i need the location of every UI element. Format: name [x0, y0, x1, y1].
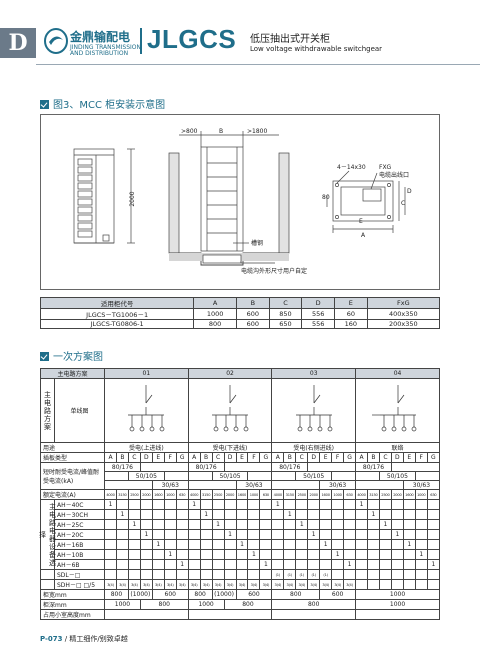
height-2000-label: 2000 — [129, 191, 136, 206]
product-model: JLGCS — [147, 24, 237, 54]
drawer-height-row: 占用小室高度mm — [39, 609, 440, 620]
cable-outlet-label: 电缆出线口 — [379, 171, 409, 179]
cable-trench-note: 电缆沟外形尺寸用户自定 — [241, 267, 307, 275]
clearance-1800-label: >1800 — [247, 128, 267, 135]
dim-c-label: C — [401, 200, 405, 207]
header-separator — [140, 28, 142, 54]
installation-drawing-svg: 2000 >800 B >1800 槽钢 电缆沟外形尺寸用户自定 4－14x30… — [73, 128, 412, 275]
dim-d-label: D — [407, 188, 412, 195]
single-line-svg — [212, 384, 249, 431]
sdl-row: SDL－□(1)(1)(1)(1)(1) — [40, 569, 441, 580]
product-title-cn: 低压抽出式开关柜 — [250, 34, 330, 45]
section-tab: D — [0, 28, 36, 58]
scheme-heading: 一次方案图 — [40, 348, 103, 363]
company-name-cn: 金鼎输配电 — [70, 30, 131, 44]
dim-e-label: E — [359, 218, 363, 225]
dimension-table-header: 适用柜代号 A B C D E FxG — [39, 297, 441, 309]
dim-80-label: 80 — [322, 194, 330, 201]
fxg-label: FXG — [379, 164, 392, 171]
single-line-svg — [371, 384, 416, 431]
width-b-label: B — [219, 128, 223, 135]
single-line-diagram — [355, 378, 440, 443]
single-line-svg — [295, 384, 333, 431]
company-name-en-1: JINDING TRANSMISSION — [70, 44, 141, 51]
page-footer: P-073 / 精工细作/别致卓越 — [40, 635, 128, 643]
drawer-lines — [77, 158, 93, 238]
channel-steel-label: 槽钢 — [251, 239, 263, 247]
company-name-en-2: AND DISTRIBUTION — [70, 50, 129, 57]
clearance-800-label: >800 — [181, 128, 198, 135]
page-header: D 金鼎输配电 JINDING TRANSMISSION AND DISTRIB… — [0, 0, 480, 78]
installation-drawing: 2000 >800 B >1800 槽钢 电缆沟外形尺寸用户自定 4－14x30… — [40, 114, 440, 290]
hole-spec-label: 4－14x30 — [337, 164, 366, 171]
fig3-heading: 图3、MCC 柜安装示意图 — [40, 96, 165, 111]
single-line-svg — [128, 384, 165, 431]
single-line-diagram — [104, 378, 189, 443]
header-rule — [36, 64, 480, 65]
company-logo-icon — [44, 28, 68, 54]
footer-slogan: 精工细作/别致卓越 — [69, 635, 128, 643]
usage-row: 用途受电(上进线)受电(下进线)受电(右侧进线)联络 — [39, 442, 440, 453]
check-box-icon — [40, 352, 49, 361]
single-line-row: 主电路方案单线图 — [40, 378, 440, 443]
page-number: P-073 — [40, 635, 63, 643]
single-line-diagram — [187, 378, 273, 443]
product-title-en: Low voltage withdrawable switchgear — [250, 45, 383, 53]
dim-a-label: A — [361, 232, 366, 239]
single-line-diagram — [271, 378, 357, 443]
check-box-icon — [40, 100, 49, 109]
